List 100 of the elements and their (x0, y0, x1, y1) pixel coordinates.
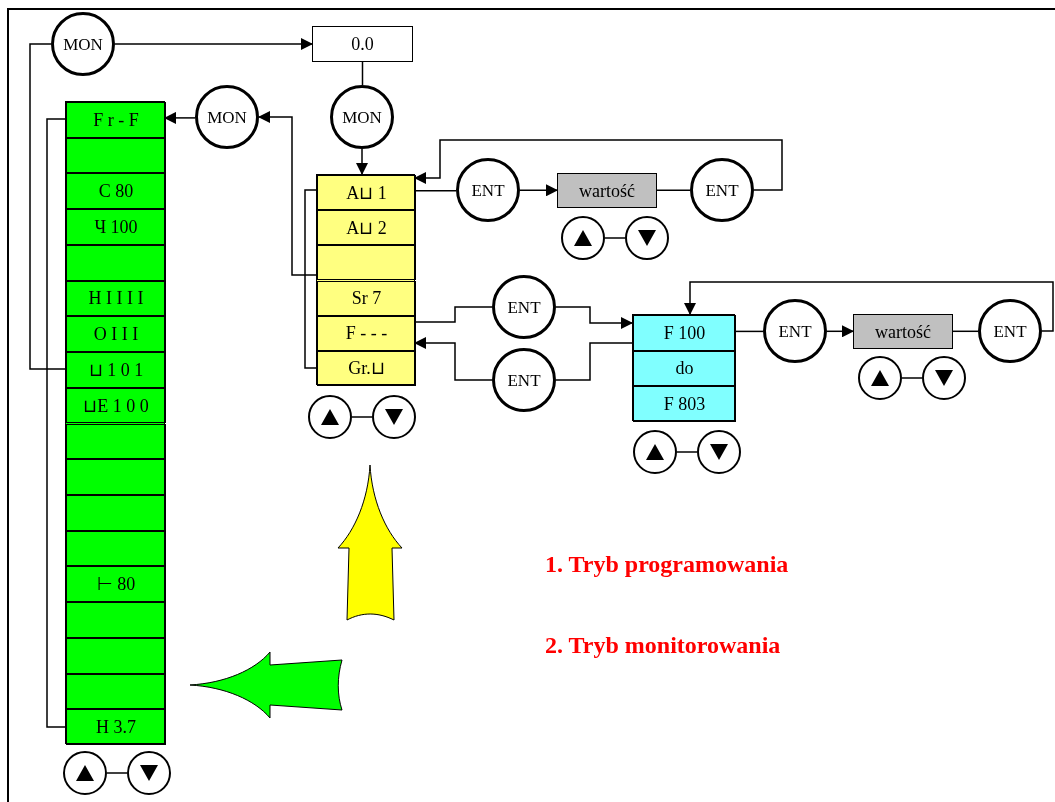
menu-row (66, 173, 166, 210)
arrow (414, 139, 783, 191)
key-label: wartość (579, 181, 635, 200)
key-label: ENT (471, 181, 505, 199)
empty-row (66, 423, 166, 460)
menu-row (66, 280, 166, 317)
key-label: MON (342, 108, 382, 126)
key-label: ENT (705, 181, 739, 199)
empty-row (66, 459, 166, 495)
menu-row (317, 350, 416, 386)
key-label: ⊔ 1 0 1 (88, 360, 144, 379)
connector-line (414, 306, 493, 323)
menu-row (66, 387, 166, 424)
arrow (414, 337, 493, 381)
arrow (826, 325, 854, 338)
key-label: ENT (993, 322, 1027, 340)
menu-row (66, 566, 166, 603)
connector-line (604, 237, 626, 239)
arrow (684, 281, 1054, 332)
mode-legend-text: 1. Tryb programowania (545, 550, 789, 579)
connector-line (361, 61, 364, 86)
arrow (258, 111, 317, 276)
connector-line (414, 190, 457, 192)
up-button (561, 216, 605, 260)
key-label: A⊔ 2 (346, 218, 387, 237)
key-label: Gr.⊔ (348, 359, 385, 378)
empty-row (66, 494, 166, 531)
menu-row (317, 210, 416, 246)
down-button (697, 430, 741, 474)
key-button (492, 348, 556, 412)
arrow (356, 148, 368, 175)
up-button (308, 395, 352, 439)
up-button (858, 356, 902, 400)
menu-row (66, 102, 166, 138)
empty-row (66, 244, 166, 281)
key-button (195, 85, 259, 149)
arrow (114, 38, 313, 50)
menu-row (317, 280, 416, 316)
value-box (557, 173, 657, 208)
connector-line (304, 189, 317, 369)
empty-row (66, 637, 166, 674)
connector-line (106, 772, 128, 774)
key-label: MON (207, 108, 247, 126)
key-label: F - - - (345, 324, 388, 343)
key-label: ENT (507, 371, 541, 389)
empty-row (66, 673, 166, 710)
menu-row (317, 175, 416, 211)
menu-row (66, 709, 166, 745)
menu-row (66, 316, 166, 353)
up-button (63, 751, 107, 795)
key-label: ENT (778, 322, 812, 340)
menu-column (65, 101, 165, 744)
value-box (853, 314, 953, 349)
key-button (492, 275, 556, 339)
key-label: MON (63, 35, 103, 53)
empty-row (66, 602, 166, 638)
key-label: Sr 7 (351, 289, 382, 308)
down-button (625, 216, 669, 260)
key-button (978, 299, 1042, 363)
menu-row (633, 350, 736, 387)
up-button (633, 430, 677, 474)
key-label: 0.0 (351, 35, 374, 53)
connector-line (676, 451, 698, 453)
key-label: Ч 100 (94, 218, 138, 236)
key-label: H I I I I (88, 289, 144, 308)
arrow (164, 111, 196, 124)
arrow (555, 306, 633, 329)
key-button (690, 158, 754, 222)
arrow (519, 184, 558, 197)
menu-row (317, 315, 416, 351)
connector-line (29, 43, 66, 370)
key-label: H 3.7 (96, 718, 136, 737)
key-label: F 803 (663, 395, 706, 414)
menu-row (633, 386, 736, 422)
connector-line (656, 189, 691, 192)
empty-row (66, 530, 166, 567)
down-button (127, 751, 171, 795)
connector-line (901, 377, 923, 379)
mode-legend-text: 2. Tryb monitorowania (545, 631, 781, 660)
menu-column (316, 174, 415, 385)
empty-row (66, 137, 166, 174)
connector-line (351, 416, 373, 418)
key-button (51, 12, 115, 76)
key-label: do (675, 359, 694, 378)
connector-line (555, 342, 633, 381)
down-button (922, 356, 966, 400)
display-box (312, 26, 413, 62)
key-button (330, 85, 394, 149)
down-button (372, 395, 416, 439)
connector-line (734, 330, 764, 333)
key-label: A⊔ 1 (346, 183, 387, 202)
key-label: ⊔E 1 0 0 (83, 396, 149, 415)
key-label: ⊢ 80 (96, 575, 136, 594)
connector-line (952, 330, 979, 333)
menu-row (66, 352, 166, 388)
key-label: wartość (875, 322, 931, 341)
menu-column (632, 314, 735, 421)
key-label: F r - F (93, 110, 139, 129)
key-label: ENT (507, 298, 541, 316)
key-label: O I I I (93, 325, 139, 344)
